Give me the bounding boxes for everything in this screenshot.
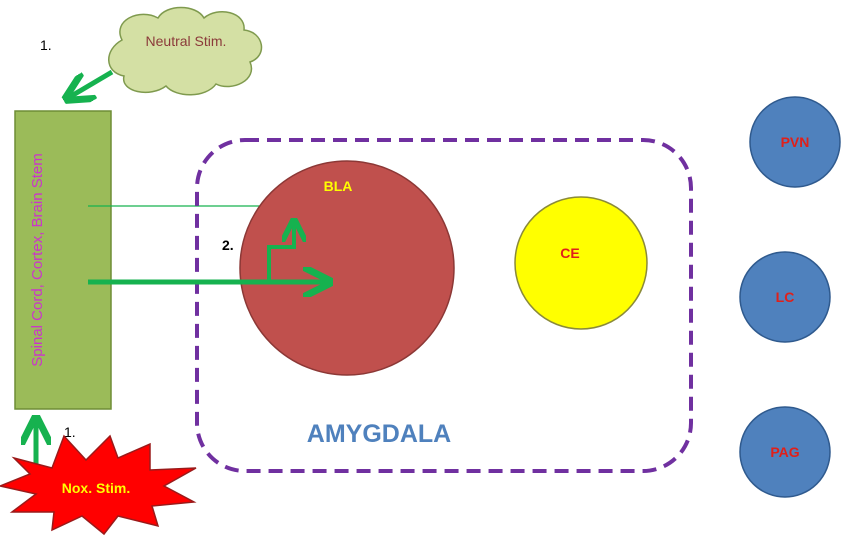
neutral-stimulus-label: Neutral Stim. (146, 33, 227, 49)
neutral-stimulus-cloud: Neutral Stim. (108, 6, 263, 96)
spinal-box-label: Spinal Cord, Cortex, Brain Stem (29, 153, 46, 366)
potentiation-step-arrow (267, 222, 294, 282)
bla-label: BLA (324, 178, 353, 194)
neutral-stim-arrow (68, 69, 114, 98)
bla-nucleus: BLA (239, 160, 455, 376)
lc-label: LC (776, 289, 795, 305)
step-1-top-label: 1. (40, 37, 52, 53)
pag-label: PAG (770, 444, 799, 460)
lc-node: LC (739, 251, 831, 343)
ce-nucleus: CE (514, 196, 648, 330)
noxious-stimulus-label: Nox. Stim. (62, 480, 130, 496)
ce-label: CE (560, 245, 579, 261)
pvn-node: PVN (749, 96, 841, 188)
amygdala-boundary (195, 138, 693, 473)
pvn-label: PVN (781, 134, 810, 150)
noxious-stimulus-burst: Nox. Stim. (0, 434, 197, 536)
amygdala-label: AMYGDALA (307, 420, 451, 448)
pag-node: PAG (739, 406, 831, 498)
step-1-bottom-label: 1. (64, 424, 76, 440)
step-2-label: 2. (222, 237, 234, 253)
spinal-cord-cortex-brainstem-box: Spinal Cord, Cortex, Brain Stem (14, 110, 112, 410)
